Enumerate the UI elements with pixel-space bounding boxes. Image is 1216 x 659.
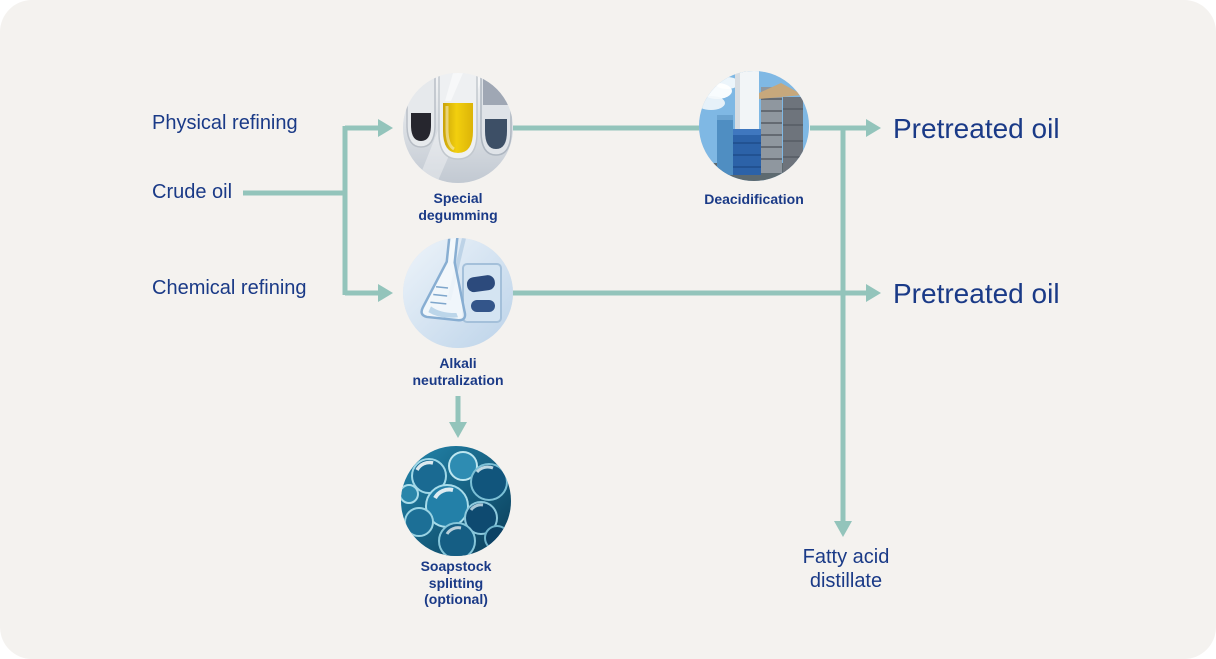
- label-physical-refining: Physical refining: [152, 112, 298, 134]
- lab-flasks-photo: [403, 238, 513, 348]
- node-caption-special-degumming: Special degumming: [418, 190, 498, 223]
- label-pretreated-oil-top: Pretreated oil: [893, 113, 1060, 144]
- arrowhead-to-fatty-acid-distillate: [834, 521, 852, 537]
- arrowhead-to-alkali-neutralization: [378, 284, 393, 302]
- label-chemical-refining: Chemical refining: [152, 277, 307, 299]
- label-fatty-acid-distillate: Fatty acid distillate: [802, 546, 890, 592]
- test-tubes-photo: [403, 73, 513, 183]
- node-caption-soapstock-splitting: Soapstock splitting (optional): [420, 558, 492, 608]
- arrowhead-to-pretreated-oil-top: [866, 119, 881, 137]
- soap-bubbles-photo: [401, 446, 511, 556]
- label-crude-oil: Crude oil: [152, 181, 233, 203]
- label-pretreated-oil-middle: Pretreated oil: [893, 278, 1060, 309]
- refinery-plant-photo: [699, 71, 809, 181]
- arrowhead-to-special-degumming: [378, 119, 393, 137]
- node-caption-deacidification: Deacidification: [704, 191, 804, 207]
- arrowhead-to-pretreated-oil-middle: [866, 284, 881, 302]
- arrowhead-to-soapstock: [449, 422, 467, 438]
- node-caption-alkali-neutralization: Alkali neutralization: [412, 355, 504, 388]
